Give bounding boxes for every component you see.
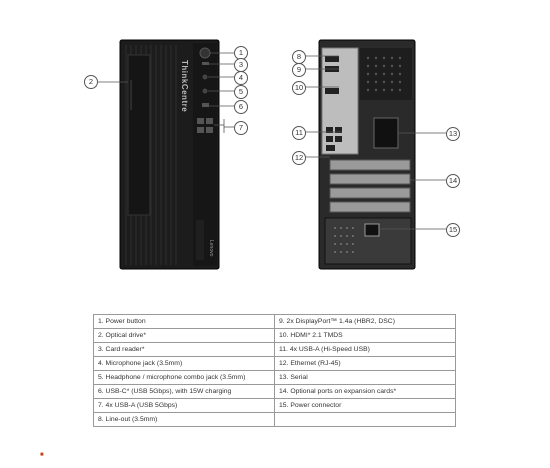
callout-2: 2: [84, 75, 98, 89]
callout-9: 9: [292, 63, 306, 77]
front-tower: [119, 39, 220, 270]
table-cell: 11. 4x USB-A (Hi-Speed USB): [274, 342, 456, 357]
table-row: 8. Line-out (3.5mm): [93, 412, 456, 427]
callout-6: 6: [234, 100, 248, 114]
callout-5: 5: [234, 85, 248, 99]
table-row: 7. 4x USB-A (USB 5Gbps)15. Power connect…: [93, 398, 456, 413]
callout-10: 10: [292, 81, 306, 95]
callout-11: 11: [292, 126, 306, 140]
table-cell: 7. 4x USB-A (USB 5Gbps): [93, 398, 275, 413]
brand-wordmark: ThinkCentre: [180, 60, 189, 113]
callout-3: 3: [234, 58, 248, 72]
table-cell: 3. Card reader*: [93, 342, 275, 357]
table-cell: 2. Optical drive*: [93, 328, 275, 343]
tower-illustration: [97, 39, 446, 270]
table-cell: [274, 412, 456, 427]
callout-1: 1: [234, 46, 248, 60]
callout-12: 12: [292, 151, 306, 165]
table-row: 2. Optical drive*10. HDMI* 2.1 TMDS: [93, 328, 456, 343]
callout-4: 4: [234, 71, 248, 85]
table-cell: 12. Ethernet (RJ-45): [274, 356, 456, 371]
table-cell: 10. HDMI* 2.1 TMDS: [274, 328, 456, 343]
table-row: 5. Headphone / microphone combo jack (3.…: [93, 370, 456, 385]
callout-15: 15: [446, 223, 460, 237]
product-diagram: ThinkCentre Lenovo 2 1 3 4 5 6 7 8 9 10 …: [84, 39, 460, 270]
footnote-mark: ■: [40, 452, 44, 458]
table-cell: 4. Microphone jack (3.5mm): [93, 356, 275, 371]
table-cell: 5. Headphone / microphone combo jack (3.…: [93, 370, 275, 385]
leader-lines: [97, 52, 446, 230]
lenovo-logo: Lenovo: [208, 240, 214, 257]
callout-14: 14: [446, 174, 460, 188]
table-row: 4. Microphone jack (3.5mm)12. Ethernet (…: [93, 356, 456, 371]
table-cell: 15. Power connector: [274, 398, 456, 413]
table-cell: 14. Optional ports on expansion cards*: [274, 384, 456, 399]
table-cell: 9. 2x DisplayPort™ 1.4a (HBR2, DSC): [274, 314, 456, 329]
table-row: 6. USB-C* (USB 5Gbps), with 15W charging…: [93, 384, 456, 399]
callout-13: 13: [446, 127, 460, 141]
table-row: 3. Card reader*11. 4x USB-A (Hi-Speed US…: [93, 342, 456, 357]
table-cell: 1. Power button: [93, 314, 275, 329]
callout-7: 7: [234, 121, 248, 135]
table-cell: 13. Serial: [274, 370, 456, 385]
table-cell: 8. Line-out (3.5mm): [93, 412, 275, 427]
table-cell: 6. USB-C* (USB 5Gbps), with 15W charging: [93, 384, 275, 399]
callout-8: 8: [292, 50, 306, 64]
rear-tower: [318, 39, 416, 270]
